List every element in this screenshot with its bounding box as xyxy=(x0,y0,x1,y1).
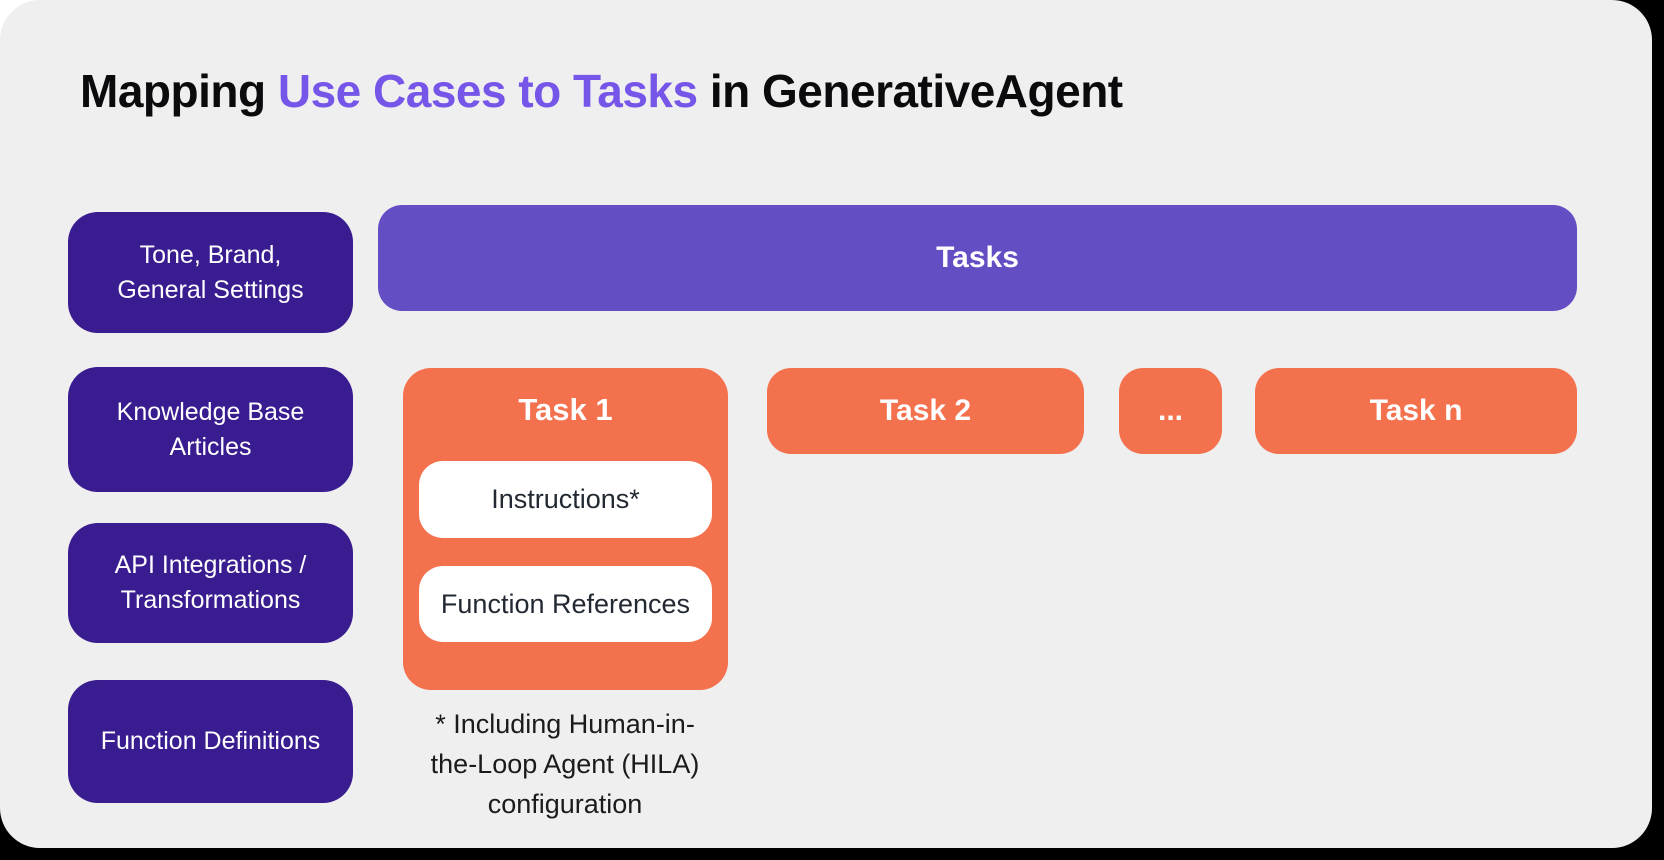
title-highlight: Use Cases to Tasks xyxy=(277,65,698,117)
task-2-box: Task 2 xyxy=(767,368,1084,454)
use-case-label-line: API Integrations / xyxy=(114,551,307,579)
use-case-box-function-definitions: Function Definitions xyxy=(68,680,353,803)
title-suffix: in GenerativeAgent xyxy=(697,65,1123,117)
function-references-label: Function References xyxy=(440,588,691,619)
function-references-box: Function References xyxy=(419,566,712,642)
footnote-line: * Including Human-in- xyxy=(435,709,695,739)
footnote-line: configuration xyxy=(487,789,643,819)
use-case-label-line: Articles xyxy=(169,432,252,461)
footnote-line: the-Loop Agent (HILA) xyxy=(430,749,700,779)
use-case-label-line: Function Definitions xyxy=(100,727,321,755)
task-n-box: Task n xyxy=(1255,368,1577,454)
slide-card: Mapping Use Cases to Tasks in Generative… xyxy=(0,0,1652,848)
tasks-header-bar: Tasks xyxy=(378,205,1577,311)
task-ellipsis-box: ... xyxy=(1119,368,1222,454)
use-case-label-line: Knowledge Base xyxy=(116,397,305,426)
task-1-label: Task 1 xyxy=(518,392,613,427)
use-case-box-knowledge-base: Knowledge Base Articles xyxy=(68,367,353,492)
instructions-label: Instructions* xyxy=(491,484,640,514)
task-ellipsis-label: ... xyxy=(1157,394,1183,427)
use-case-label-line: General Settings xyxy=(117,275,304,304)
use-case-box-api-integrations: API Integrations / Transformations xyxy=(68,523,353,643)
task-n-label: Task n xyxy=(1369,394,1463,427)
tasks-header-label: Tasks xyxy=(936,241,1019,274)
task-2-label: Task 2 xyxy=(879,394,972,427)
title-prefix: Mapping xyxy=(80,65,278,117)
use-case-label-line: Transformations xyxy=(120,586,301,614)
use-case-box-tone-brand: Tone, Brand, General Settings xyxy=(68,212,353,333)
page-title: Mapping Use Cases to Tasks in Generative… xyxy=(80,64,1123,118)
instructions-box: Instructions* xyxy=(419,461,712,538)
task-1-container: Task 1 Instructions* Function References xyxy=(403,368,728,690)
hila-footnote: * Including Human-in- the-Loop Agent (HI… xyxy=(385,704,745,824)
use-case-label-line: Tone, Brand, xyxy=(139,240,282,269)
